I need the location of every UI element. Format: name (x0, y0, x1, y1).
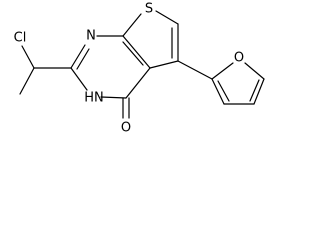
bond-c2-n1 (70, 44, 86, 69)
bond-c7a-c4a (122, 35, 151, 69)
bond-s-c6 (155, 10, 179, 25)
bond-n3-c2 (70, 67, 88, 91)
sulfur-label: S (145, 2, 153, 17)
bond-furan-c3-c2 (211, 78, 225, 105)
bond-c4a-c7a-double (122, 41, 144, 66)
nitrogen-top-label: N (86, 29, 96, 44)
bond-c4a-c4 (125, 67, 151, 99)
carbonyl-oxygen-label: O (121, 121, 131, 136)
chlorine-label: Cl (14, 31, 27, 46)
bond-c2-n1-double (76, 48, 90, 70)
bond-c7a-s (122, 13, 142, 37)
bond-cl-ch (21, 45, 35, 69)
thiophene-ring (122, 10, 179, 69)
bond-furan-c5-c4-double (249, 79, 260, 102)
bond-furan-c2-o (211, 62, 234, 80)
nitrogen-hn-label: HN (84, 91, 104, 106)
bond-c4-n3 (100, 96, 127, 99)
bond-furan-o-c5 (244, 62, 265, 80)
furan-oxygen-label: O (234, 51, 244, 66)
furan-ring (177, 60, 265, 105)
bond-ch-methyl (19, 67, 35, 95)
bond-c5-c4a (149, 60, 179, 69)
chloroethyl-group (19, 45, 72, 95)
bond-c5-furan (177, 60, 213, 80)
bond-furan-c3-c2-double (217, 80, 230, 102)
pyrimidinone-ring (70, 35, 151, 119)
molecule-structure-diagram: Cl N HN S O O (14, 2, 265, 136)
bond-furan-c5-c4 (253, 78, 265, 105)
